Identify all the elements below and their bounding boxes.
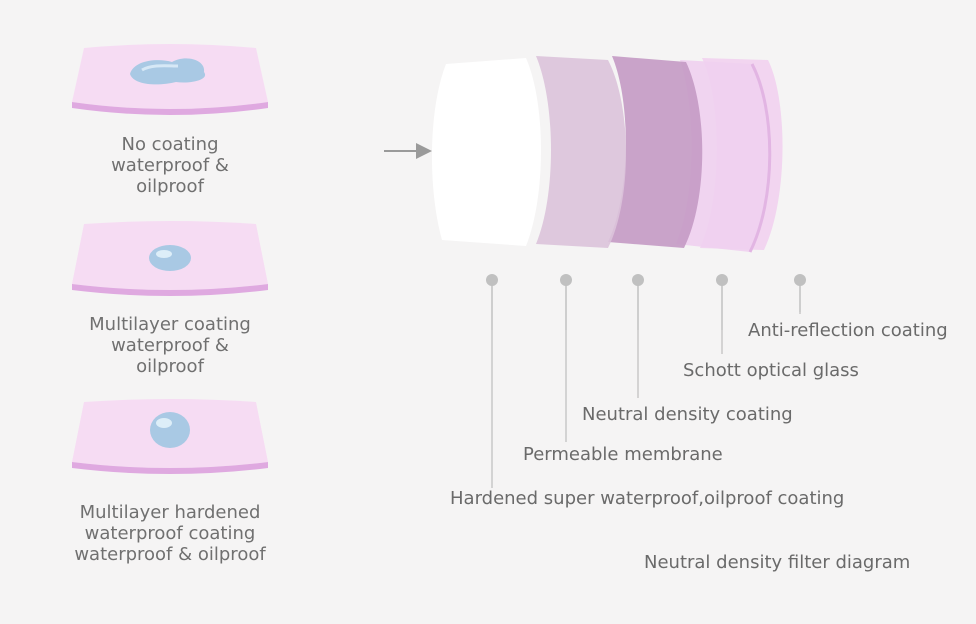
diagram-title: Neutral density filter diagram [644,552,911,573]
label-anti-reflection: Anti-reflection coating [748,320,948,341]
label-schott-glass: Schott optical glass [683,360,859,381]
caption-line: waterproof coating [84,523,256,544]
sample-caption: No coating waterproof & oilproof [60,134,280,197]
caption-line: Multilayer coating [89,314,251,335]
layer-neutral-density [608,56,703,248]
caption-line: waterproof & [111,155,229,176]
label-neutral-density: Neutral density coating [582,404,793,425]
dot-icon [560,274,572,286]
caption-line: Multilayer hardened [79,502,261,523]
filter-diagram: Anti-reflection coating Schott optical g… [340,0,976,624]
layer-schott-glass [676,60,772,253]
dot-icon [716,274,728,286]
label-permeable-membrane: Permeable membrane [523,444,723,465]
label-hardened-coating: Hardened super waterproof,oilproof coati… [450,488,845,509]
sample-caption: Multilayer hardened waterproof coating w… [60,502,280,565]
dot-icon [632,274,644,286]
caption-line: oilproof [136,176,204,197]
layer-hardened-coating [431,58,541,246]
layer-permeable-membrane [536,56,626,248]
filter-layers-illustration [384,56,801,330]
caption-line: waterproof & [111,335,229,356]
caption-line: waterproof & oilproof [74,544,266,565]
small-droplet-icon [72,221,268,296]
dot-icon [794,274,806,286]
round-droplet-icon [72,399,268,474]
sample-caption: Multilayer coating waterproof & oilproof [60,314,280,377]
caption-line: oilproof [136,356,204,377]
dot-icon [486,274,498,286]
connector-dots [486,274,806,488]
arrow-right-icon [384,143,432,159]
caption-line: No coating [121,134,219,155]
coating-samples: No coating waterproof & oilproof Multila… [0,0,340,624]
flat-water-spread-icon [72,44,268,115]
